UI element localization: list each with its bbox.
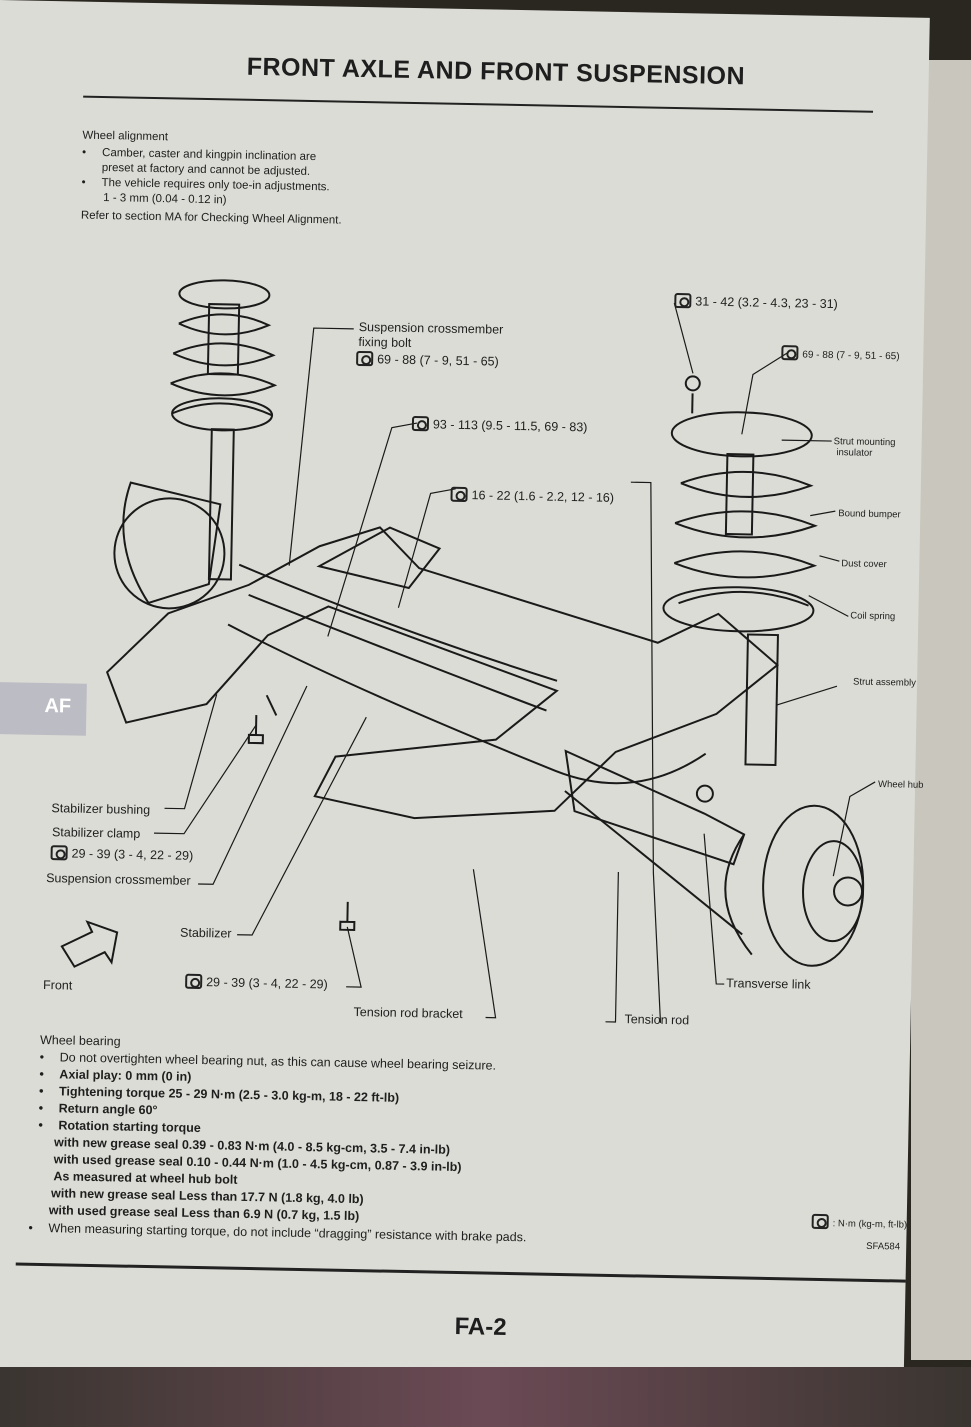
torque-crossmember-bolt: 69 - 88 (7 - 9, 51 - 65) xyxy=(356,350,499,369)
torque-wrench-icon xyxy=(674,293,692,309)
crossmember-bolt-label-2: fixing bolt xyxy=(358,334,412,350)
bearing-line-5: with used grease seal Less than 6.9 N (0… xyxy=(48,1203,360,1224)
bound-bumper-label: Bound bumper xyxy=(838,508,901,521)
torque-wrench-icon xyxy=(411,415,430,432)
front-label: Front xyxy=(42,978,73,993)
right-strut-assembly xyxy=(662,375,818,767)
bearing-line-3: As measured at wheel hub bolt xyxy=(53,1169,238,1187)
torque-31-42: 31 - 42 (3.2 - 4.3, 23 - 31) xyxy=(674,293,838,311)
transverse-link-label: Transverse link xyxy=(726,976,811,992)
alignment-bullet-2: The vehicle requires only toe-in adjustm… xyxy=(101,177,329,193)
alignment-bullet-1-cont: preset at factory and cannot be adjusted… xyxy=(101,161,311,178)
bearing-bullet-2: Axial play: 0 mm (0 in) xyxy=(59,1067,191,1084)
alignment-bullet-1: Camber, caster and kingpin inclination a… xyxy=(102,147,316,163)
torque-legend: : N·m (kg-m, ft-lb) xyxy=(811,1213,908,1231)
bearing-bullet-6: When measuring starting torque, do not i… xyxy=(48,1221,526,1244)
section-tab: AF xyxy=(0,681,87,736)
manual-page: FRONT AXLE AND FRONT SUSPENSION Wheel al… xyxy=(0,0,930,1408)
torque-wrench-icon xyxy=(50,845,68,861)
torque-wrench-icon xyxy=(781,345,799,361)
suspension-diagram xyxy=(60,279,876,1023)
wheel-alignment-heading: Wheel alignment xyxy=(82,129,169,144)
torque-69-88-b: 69 - 88 (7 - 9, 51 - 65) xyxy=(781,345,900,362)
wheel-bearing-heading: Wheel bearing xyxy=(39,1032,121,1049)
bolts xyxy=(247,715,356,931)
suspension-crossmember-label: Suspension crossmember xyxy=(46,871,191,888)
torque-wrench-icon xyxy=(811,1213,829,1230)
bearing-bullet-5: Rotation starting torque xyxy=(58,1118,201,1135)
crossmember-bolt-label: Suspension crossmember xyxy=(358,319,504,337)
crossmember-outline xyxy=(105,526,779,820)
torque-29-39-b: 29 - 39 (3 - 4, 22 - 29) xyxy=(185,973,328,991)
bearing-bullet-4: Return angle 60° xyxy=(59,1101,158,1117)
wheel-hub-rotor xyxy=(724,804,865,967)
torque-29-39-a: 29 - 39 (3 - 4, 22 - 29) xyxy=(50,845,193,863)
dust-cover-label: Dust cover xyxy=(841,558,887,571)
torque-wrench-icon xyxy=(356,350,374,367)
leader-lines xyxy=(154,302,876,1023)
title-rule xyxy=(83,95,874,113)
figure-code: SFA584 xyxy=(866,1240,901,1253)
tension-rod-bracket-label: Tension rod bracket xyxy=(353,1004,463,1022)
refer-note: Refer to section MA for Checking Wheel A… xyxy=(80,209,342,227)
stabilizer-clamp-label: Stabilizer clamp xyxy=(51,825,141,841)
stabilizer-bar xyxy=(227,623,707,785)
page-title: FRONT AXLE AND FRONT SUSPENSION xyxy=(246,52,746,91)
stabilizer-label: Stabilizer xyxy=(179,925,232,941)
tension-rod-label: Tension rod xyxy=(624,1012,690,1028)
left-strut-assembly xyxy=(113,279,278,610)
front-arrow-icon xyxy=(60,920,119,968)
background-fabric xyxy=(0,1367,971,1427)
footer-rule xyxy=(15,1262,906,1283)
stabilizer-bushing-label: Stabilizer bushing xyxy=(51,801,151,818)
torque-wrench-icon xyxy=(185,973,203,990)
strut-assembly-label: Strut assembly xyxy=(852,676,916,689)
torque-wrench-icon xyxy=(450,486,468,503)
torque-16-22: 16 - 22 (1.6 - 2.2, 12 - 16) xyxy=(450,486,614,505)
toe-in-spec: 1 - 3 mm (0.04 - 0.12 in) xyxy=(103,192,227,207)
page-number: FA-2 xyxy=(454,1312,507,1341)
wheel-hub-label: Wheel hub xyxy=(877,779,924,791)
coil-spring-label: Coil spring xyxy=(850,610,896,623)
strut-mounting-label-2: insulator xyxy=(836,447,873,459)
